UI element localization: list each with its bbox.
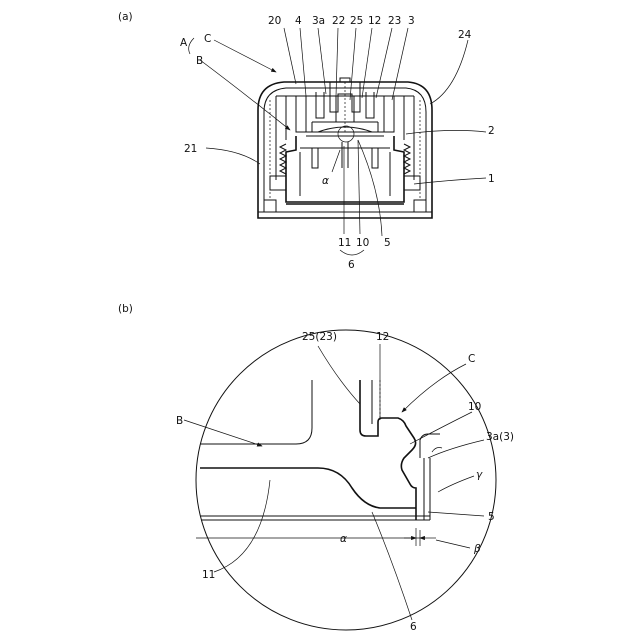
ref-25: 25 bbox=[350, 15, 363, 27]
ref-2: 2 bbox=[488, 125, 495, 137]
ref-B: B bbox=[196, 55, 203, 67]
ref-6: 6 bbox=[348, 259, 355, 271]
ref-alpha-b: α bbox=[340, 533, 347, 545]
ref-C: C bbox=[204, 33, 211, 45]
ref-12: 12 bbox=[368, 15, 381, 27]
ref-10: 10 bbox=[356, 237, 369, 249]
panel-a-label: (a) bbox=[118, 11, 133, 23]
ref-20: 20 bbox=[268, 15, 281, 27]
ref-10-b: 10 bbox=[468, 401, 481, 413]
ref-21: 21 bbox=[184, 143, 197, 155]
ref-3a: 3a bbox=[312, 15, 325, 27]
ref-4: 4 bbox=[295, 15, 302, 27]
ref-6-b: 6 bbox=[410, 621, 417, 633]
ref-alpha-a: α bbox=[322, 175, 329, 187]
ref-A: A bbox=[180, 37, 188, 49]
ref-11-b: 11 bbox=[202, 569, 215, 581]
ref-22: 22 bbox=[332, 15, 345, 27]
ref-B-b: B bbox=[176, 415, 183, 427]
ref-23: 23 bbox=[388, 15, 401, 27]
ref-12-b: 12 bbox=[376, 331, 389, 343]
ref-3a-3: 3a(3) bbox=[486, 431, 514, 443]
panel-a: (a) bbox=[118, 11, 495, 271]
ref-25-23: 25(23) bbox=[302, 331, 337, 343]
ref-24: 24 bbox=[458, 29, 472, 41]
panel-b: (b) bbox=[118, 303, 514, 633]
panel-b-label: (b) bbox=[118, 303, 133, 315]
ref-1: 1 bbox=[488, 173, 495, 185]
ref-C-b: C bbox=[468, 353, 475, 365]
ref-11: 11 bbox=[338, 237, 351, 249]
ref-beta: β bbox=[473, 543, 481, 555]
ref-gamma: γ bbox=[476, 469, 483, 481]
ref-3: 3 bbox=[408, 15, 415, 27]
ref-5: 5 bbox=[384, 237, 391, 249]
ref-5-b: 5 bbox=[488, 511, 495, 523]
